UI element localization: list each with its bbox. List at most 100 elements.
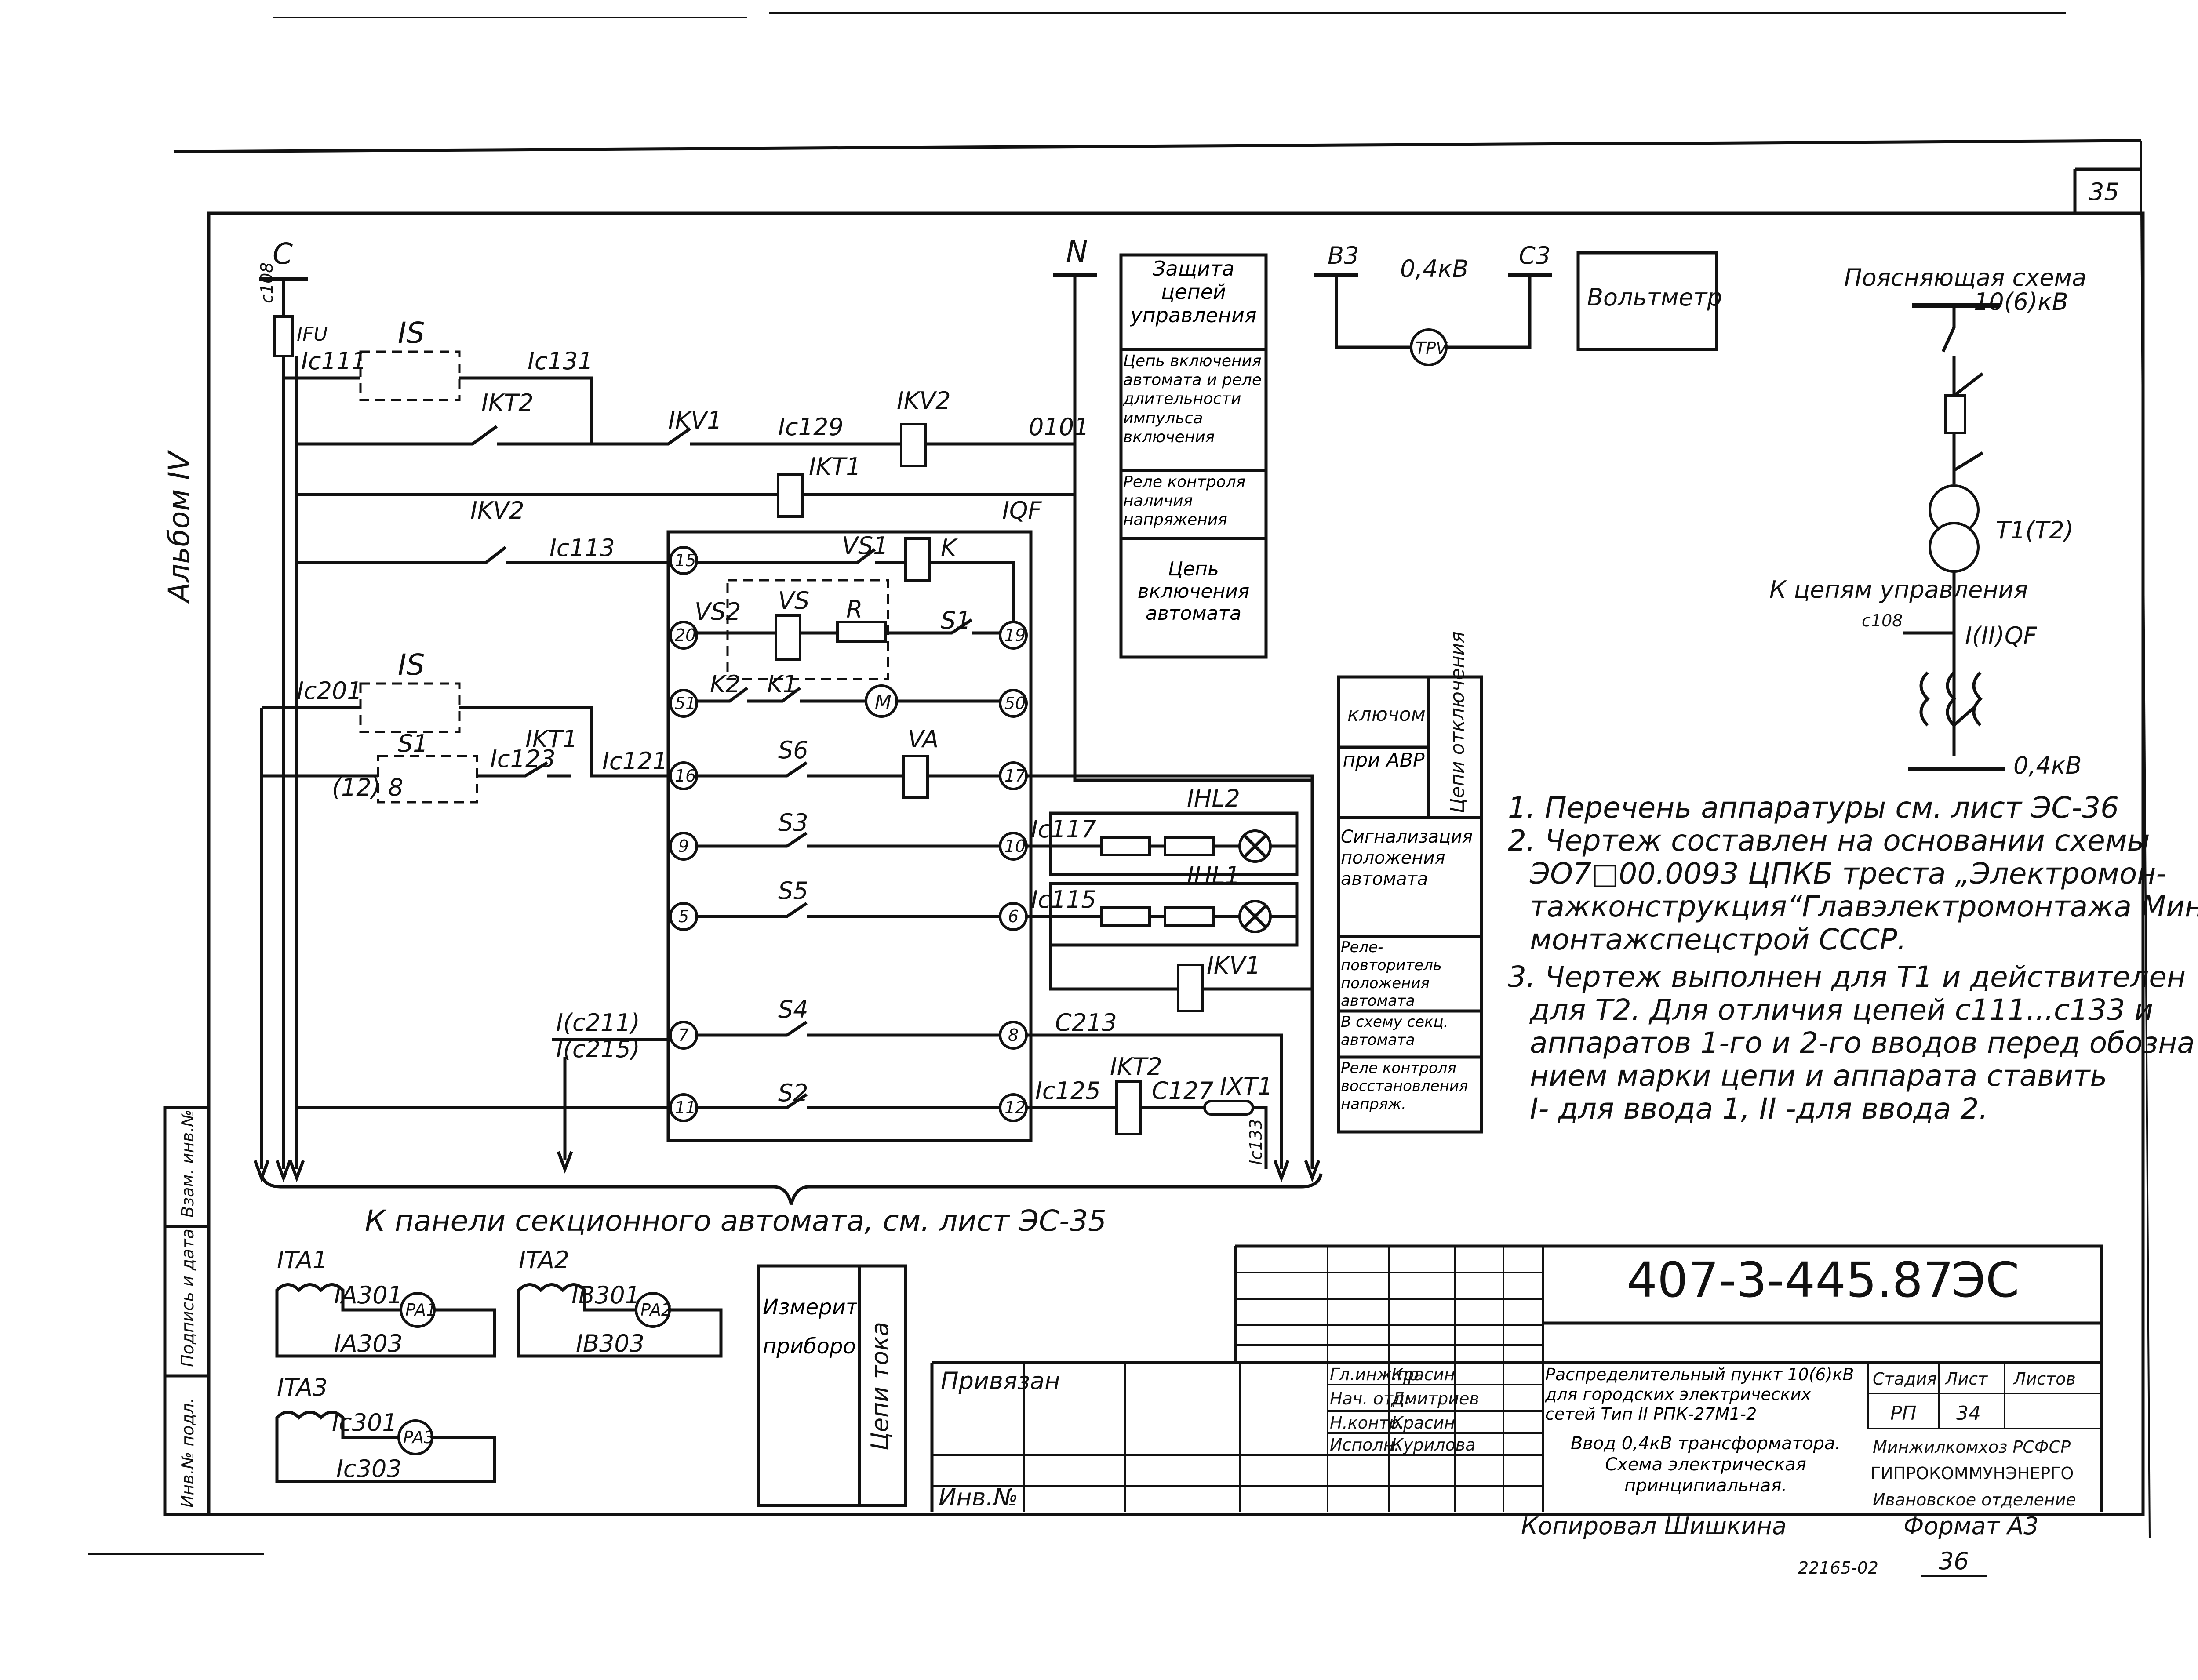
- svg-text:I(c211): I(c211): [556, 1009, 640, 1036]
- legend-box: Защита цепей управления Цепь включения а…: [1119, 253, 1268, 659]
- control-circuit-left: Ic201 IS S1 (12) 8 Ic123 IKT1 Ic121 I(c2…: [253, 648, 668, 1182]
- svg-text:I(II)QF: I(II)QF: [1965, 622, 2037, 650]
- svg-text:S1: S1: [398, 730, 428, 757]
- svg-text:ITA2: ITA2: [519, 1246, 569, 1274]
- stamp-replace: Взам. инв.№: [178, 1109, 197, 1218]
- svg-text:IQF: IQF: [1002, 497, 1042, 524]
- terminal-5: 5: [669, 902, 698, 931]
- svg-text:IHL2: IHL2: [1187, 785, 1240, 812]
- stamp-inv: Инв.№ подл.: [178, 1398, 197, 1508]
- svg-text:Ic129: Ic129: [778, 413, 844, 441]
- svg-text:Листов: Листов: [2012, 1369, 2076, 1389]
- svg-text:ITA1: ITA1: [277, 1246, 328, 1274]
- svg-text:Инв.№: Инв.№: [939, 1484, 1018, 1511]
- album-label: Альбом IV: [162, 450, 196, 604]
- svg-text:Красин: Красин: [1391, 1413, 1455, 1433]
- switch-is-lower: [359, 682, 461, 733]
- terminal-11: 11: [669, 1093, 698, 1122]
- terminal-10: 10: [999, 832, 1028, 861]
- svg-text:Стадия: Стадия: [1873, 1369, 1937, 1389]
- terminal-12: 12: [999, 1093, 1028, 1122]
- relay-ikv2: [900, 423, 927, 467]
- svg-text:Ic201: Ic201: [297, 677, 362, 705]
- terminal-8: 8: [999, 1021, 1028, 1050]
- relay-ikv1: [1177, 964, 1204, 1012]
- svg-text:T1(T2): T1(T2): [1996, 516, 2074, 544]
- svg-text:16: 16: [675, 766, 696, 785]
- svg-text:IKV1: IKV1: [668, 407, 722, 434]
- svg-text:c108: c108: [1862, 611, 1903, 630]
- svg-text:10(6)кВ: 10(6)кВ: [1974, 288, 2068, 316]
- relay-vs: [775, 614, 801, 661]
- svg-text:0,4кВ: 0,4кВ: [1400, 255, 1469, 283]
- svg-text:0,4кВ: 0,4кВ: [2013, 752, 2082, 779]
- svg-text:ГИПРОКОММУНЭНЕРГО: ГИПРОКОММУНЭНЕРГО: [1870, 1464, 2074, 1483]
- svg-text:PA1: PA1: [405, 1300, 437, 1320]
- svg-text:РП: РП: [1890, 1402, 1917, 1425]
- relay-ikt1: [777, 473, 804, 518]
- svg-text:I- для ввода 1, II -для ввода: I- для ввода 1, II -для ввода 2.: [1530, 1092, 1988, 1126]
- sheet-border: [88, 12, 2151, 1555]
- svg-text:9: 9: [678, 836, 689, 856]
- control-circuit-top: Ic111 IS Ic131 IKT2 IKV1 Ic129 IKV2 0101…: [284, 316, 1089, 564]
- svg-text:Ic131: Ic131: [528, 347, 593, 375]
- svg-text:ЭС: ЭС: [1952, 1252, 2020, 1308]
- terminal-20: 20: [669, 621, 698, 650]
- svg-text:S1: S1: [941, 607, 971, 634]
- terminals: 15 20 51 16 9 5 7 11 19 50 17 10 6 8 12: [669, 546, 1028, 1122]
- svg-text:Курилова: Курилова: [1391, 1435, 1476, 1455]
- resistor-r: [836, 621, 887, 643]
- svg-text:R: R: [846, 596, 863, 623]
- voltmeter-label: Вольтметр: [1587, 284, 1722, 311]
- terminal-9: 9: [669, 832, 698, 861]
- svg-text:Поясняющая схема: Поясняющая схема: [1844, 264, 2086, 291]
- terminal-19: 19: [999, 621, 1028, 650]
- svg-text:Ic303: Ic303: [336, 1455, 402, 1483]
- svg-text:монтажспецстрой СССР.: монтажспецстрой СССР.: [1530, 923, 1907, 956]
- svg-text:К цепям управления: К цепям управления: [1769, 576, 2028, 604]
- svg-text:S6: S6: [778, 736, 808, 764]
- terminal-51: 51: [669, 689, 698, 718]
- terminal-7: 7: [669, 1021, 698, 1050]
- page-number: 35: [2089, 178, 2119, 206]
- ammeter-pa1: [400, 1292, 436, 1328]
- svg-text:TPV: TPV: [1416, 338, 1448, 358]
- signal-circuit: IHL2 Ic117 IHL1 Ic115 IKV1 C213 Ic125 IK…: [1026, 774, 1321, 1182]
- svg-text:0101: 0101: [1029, 413, 1089, 441]
- svg-text:34: 34: [1956, 1402, 1981, 1425]
- svg-text:51: 51: [675, 694, 696, 713]
- svg-text:IKT1: IKT1: [809, 453, 861, 480]
- panel-note: К панели секционного автомата, см. лист …: [365, 1204, 1106, 1238]
- svg-text:K: K: [941, 534, 958, 562]
- svg-text:Лист: Лист: [1944, 1369, 1988, 1389]
- side-stamp: Взам. инв.№ Подпись и дата Инв.№ подл.: [163, 1106, 211, 1516]
- automat-block: K VS1 VS R VS2 S1 K2 K1 M S6 VA S3 S5 S4…: [297, 530, 1033, 1142]
- svg-text:IB303: IB303: [576, 1330, 644, 1357]
- ammeter-pa2: [635, 1292, 671, 1328]
- svg-text:VA: VA: [908, 725, 939, 753]
- svg-text:Ic121: Ic121: [602, 747, 668, 775]
- svg-text:нием марки цепи и аппарата ста: нием марки цепи и аппарата ставить: [1530, 1059, 2107, 1093]
- svg-text:11: 11: [675, 1098, 696, 1117]
- svg-text:IKV2: IKV2: [897, 387, 951, 415]
- measurement-circuits: ITA1 PA1 IA301 IA303 ITA2 PA2 IB301 IB30…: [275, 1246, 907, 1507]
- svg-text:IHL1: IHL1: [1187, 862, 1240, 889]
- svg-text:Красин: Красин: [1391, 1365, 1455, 1384]
- svg-text:Н.контр.: Н.контр.: [1330, 1413, 1405, 1433]
- relay-ikt2: [1115, 1080, 1142, 1135]
- relay-va: [902, 755, 929, 799]
- svg-text:Ивановское отделение: Ивановское отделение: [1873, 1490, 2076, 1509]
- svg-text:Нач. отд.: Нач. отд.: [1330, 1389, 1410, 1408]
- svg-text:IKT2: IKT2: [481, 389, 534, 417]
- svg-text:Ic301: Ic301: [332, 1409, 397, 1436]
- svg-text:IA303: IA303: [334, 1330, 403, 1357]
- voltmeter-circuit: B3 C3 0,4кВ TPV Вольтметр: [1314, 242, 1722, 366]
- svg-text:Минжилкомхоз РСФСР: Минжилкомхоз РСФСР: [1873, 1437, 2071, 1457]
- svg-text:50: 50: [1004, 694, 1026, 713]
- svg-text:S5: S5: [778, 877, 808, 905]
- svg-text:N: N: [1066, 235, 1088, 269]
- svg-text:ключом: ключом: [1347, 703, 1426, 726]
- svg-text:22165-02: 22165-02: [1798, 1558, 1878, 1578]
- svg-text:C: C: [273, 237, 293, 271]
